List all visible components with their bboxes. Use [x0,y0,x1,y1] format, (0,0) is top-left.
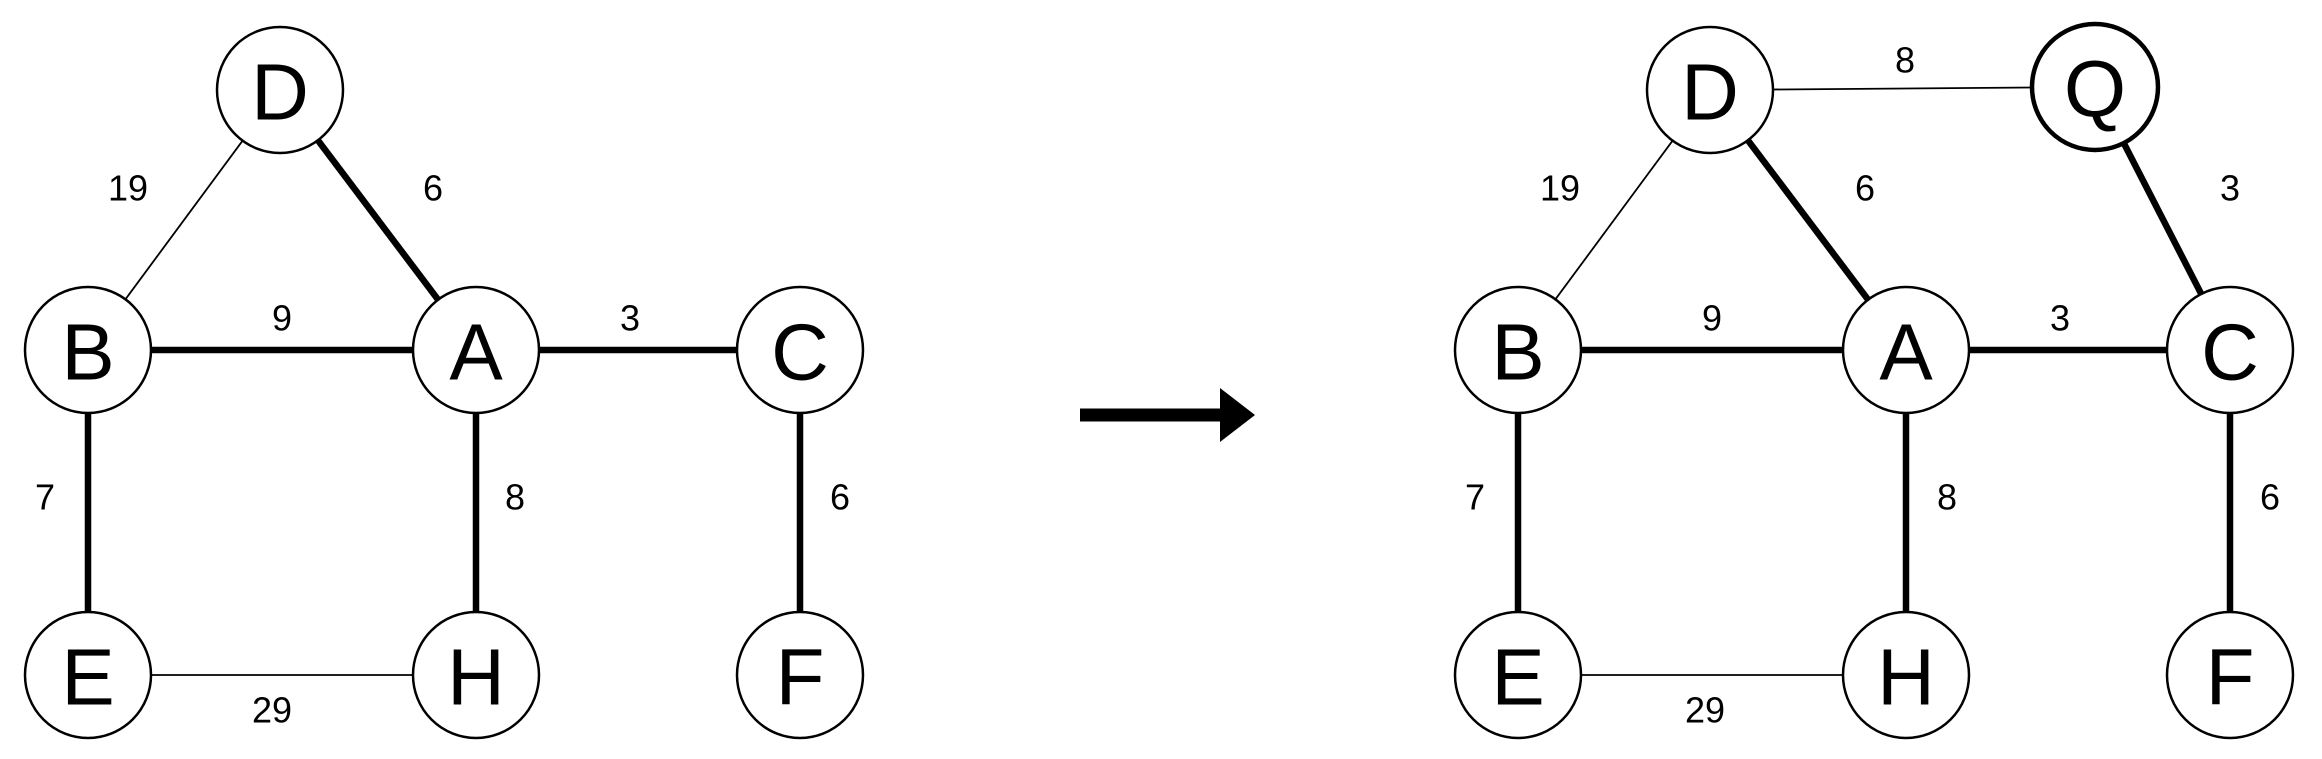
original-graph: 19 6 9 3 7 8 6 29 D B A C E H F [23,25,865,740]
node-e-label: E [1491,633,1544,722]
node-d-label: D [1681,48,1739,137]
node-f-circle [2165,610,2295,740]
node-q-label: Q [2064,45,2126,134]
edge-q-c [2120,141,2205,296]
edge-d-a [315,138,441,302]
edge-weight-e-h: 29 [252,690,292,731]
node-h-circle [1841,610,1971,740]
node-d-label: D [251,48,309,137]
edge-weight-a-h: 8 [1937,477,1957,518]
node-c-circle [735,285,865,415]
edge-weight-b-a: 9 [272,298,292,339]
edge-weight-a-c: 3 [2050,298,2070,339]
edge-weight-c-f: 6 [2260,477,2280,518]
edge-weight-a-h: 8 [505,477,525,518]
node-layer: D Q B A C E H F [1453,21,2295,740]
node-b-label: B [1491,308,1544,397]
node-d-circle [1645,25,1775,155]
node-e-circle [1453,610,1583,740]
node-a-circle [1841,285,1971,415]
node-c-label: C [2201,308,2259,397]
edge-weight-d-q: 8 [1895,40,1915,81]
node-f-label: F [776,633,825,722]
edge-d-b [124,140,244,300]
node-c-circle [2165,285,2295,415]
arrow-head [1220,388,1255,442]
edge-weight-d-b: 19 [108,168,148,209]
node-h-label: H [1877,633,1935,722]
edge-weight-b-a: 9 [1702,298,1722,339]
edge-weight-d-b: 19 [1540,168,1580,209]
node-a-label: A [1879,308,1933,397]
transform-arrow [1080,388,1255,442]
node-a-label: A [449,308,503,397]
edge-layer [1514,86,2234,676]
edge-weight-e-h: 29 [1685,690,1725,731]
weight-layer: 8 3 19 6 9 3 7 8 6 29 [1465,40,2280,731]
node-b-label: B [61,308,114,397]
modified-graph: 8 3 19 6 9 3 7 8 6 29 D Q B A C E H F [1453,21,2295,740]
edge-weight-b-e: 7 [35,477,55,518]
node-b-circle [23,285,153,415]
node-f-circle [735,610,865,740]
node-q-circle [2029,21,2161,153]
node-h-label: H [447,633,505,722]
edge-d-b [1554,140,1674,300]
node-d-circle [215,25,345,155]
weight-layer: 19 6 9 3 7 8 6 29 [35,168,850,731]
edge-weight-c-f: 6 [830,477,850,518]
node-a-circle [411,285,541,415]
edge-weight-a-c: 3 [620,298,640,339]
node-b-circle [1453,285,1583,415]
node-e-label: E [61,633,114,722]
node-e-circle [23,610,153,740]
edge-layer [84,138,804,676]
edge-weight-d-a: 6 [1855,168,1875,209]
node-layer: D B A C E H F [23,25,865,740]
node-h-circle [411,610,541,740]
edge-weight-q-c: 3 [2220,168,2240,209]
edge-weight-b-e: 7 [1465,477,1485,518]
node-c-label: C [771,308,829,397]
edge-weight-d-a: 6 [423,168,443,209]
edge-d-q [1772,86,2033,91]
edge-d-a [1745,138,1871,302]
node-f-label: F [2206,633,2255,722]
